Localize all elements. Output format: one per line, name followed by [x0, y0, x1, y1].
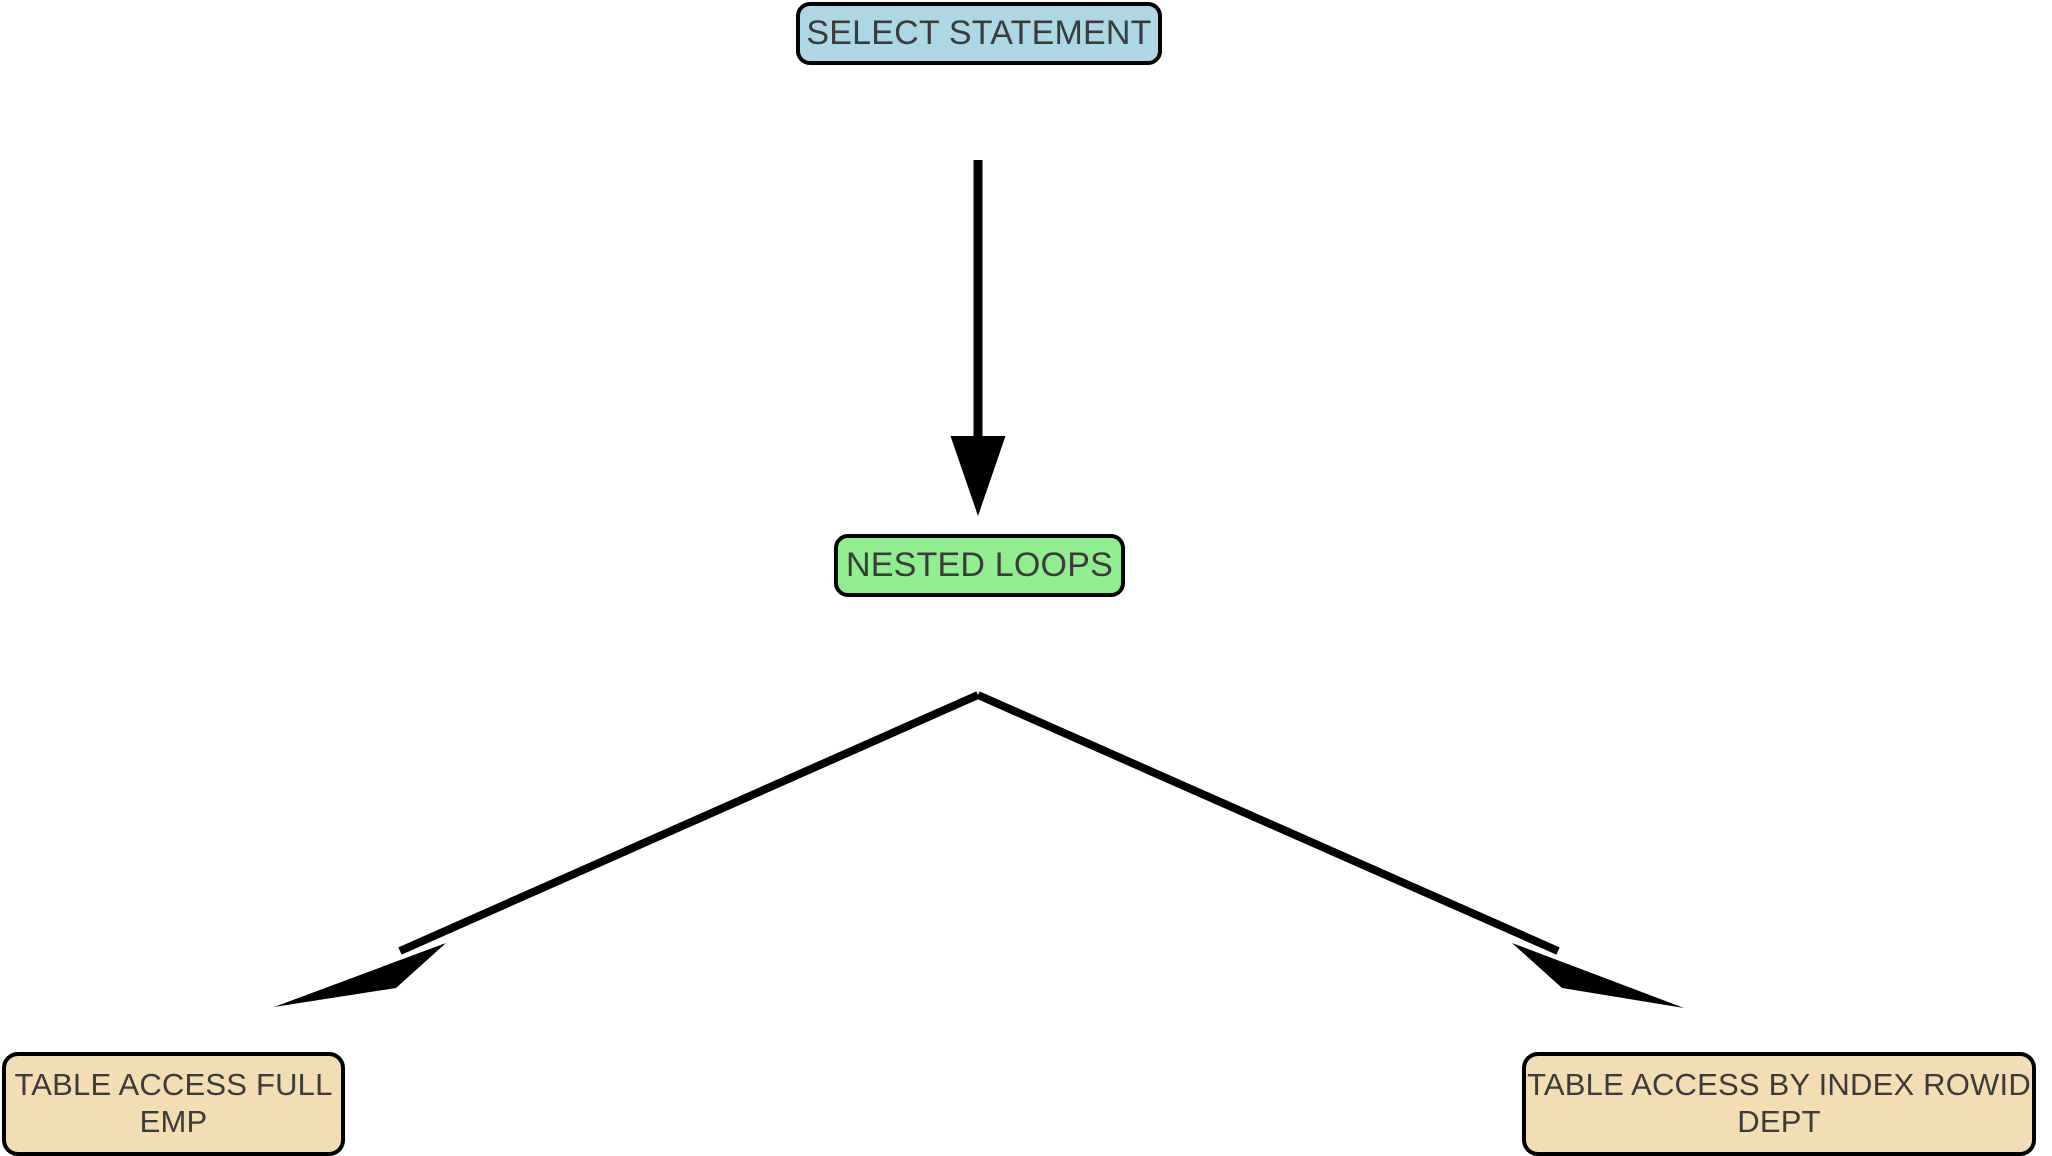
edge-nested-loops-to-dept [976, 691, 1684, 1008]
node-table-access-full-emp-label: TABLE ACCESS FULL EMP [14, 1067, 333, 1139]
arrowhead-nested-loops-to-emp [274, 943, 446, 1007]
node-table-access-by-index-rowid-dept-label: TABLE ACCESS BY INDEX ROWID DEPT [1527, 1067, 2031, 1139]
edge-nested-loops-to-emp [274, 691, 980, 1007]
edge-shaft-nested-loops-to-dept [976, 691, 1560, 955]
node-table-access-by-index-rowid-dept[interactable]: TABLE ACCESS BY INDEX ROWID DEPT [1522, 1052, 2036, 1156]
edge-shaft-nested-loops-to-emp [398, 691, 980, 955]
arrowhead-select-to-nested-loops [950, 436, 1006, 516]
node-table-access-full-emp[interactable]: TABLE ACCESS FULL EMP [2, 1052, 345, 1156]
node-nested-loops-label: NESTED LOOPS [846, 546, 1113, 585]
node-select-statement-label: SELECT STATEMENT [806, 14, 1152, 53]
edge-select-to-nested-loops [950, 160, 1006, 516]
node-select-statement[interactable]: SELECT STATEMENT [796, 2, 1162, 65]
arrowhead-nested-loops-to-dept [1512, 943, 1684, 1008]
node-nested-loops[interactable]: NESTED LOOPS [834, 534, 1125, 597]
